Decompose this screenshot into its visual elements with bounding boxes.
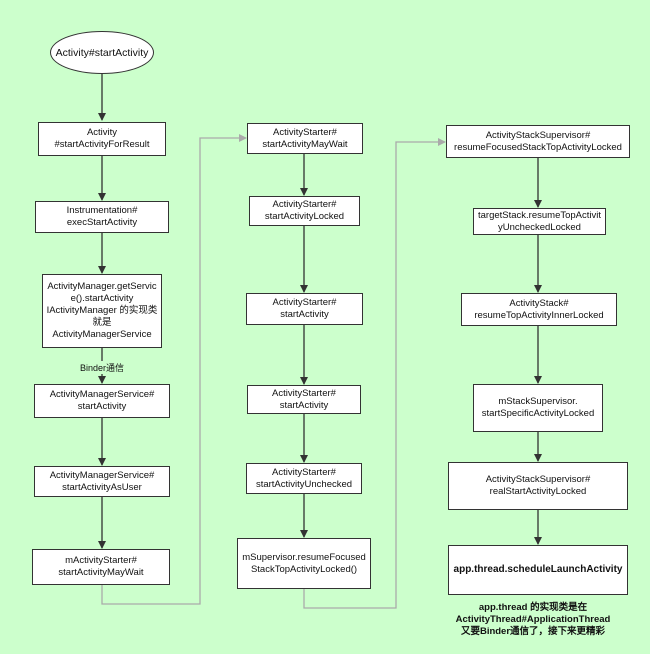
start-node-activity-startactivity: Activity#startActivity <box>50 31 154 74</box>
node-ams-startactivity: ActivityManagerService# startActivity <box>34 384 170 418</box>
node-instrumentation-execstartactivity: Instrumentation# execStartActivity <box>35 201 169 233</box>
node-activitymanager-getservice: ActivityManager.getService().startActivi… <box>42 274 162 348</box>
node-activitystack-resumetopactivityinner: ActivityStack# resumeTopActivityInnerLoc… <box>461 293 617 326</box>
node-targetstack-resumetopactivity: targetStack.resumeTopActivityUncheckedLo… <box>473 208 606 235</box>
edge-c2n6-to-c3n1 <box>303 138 446 609</box>
node-activity-startactivityforresult: Activity #startActivityForResult <box>38 122 166 156</box>
node-activitystarter-startactivityunchecked: ActivityStarter# startActivityUnchecked <box>246 463 362 494</box>
node-activitystarter-startactivity-2: ActivityStarter# startActivity <box>247 385 361 414</box>
node-app-thread-schedulelaunchactivity: app.thread.scheduleLaunchActivity <box>448 545 628 595</box>
node-stacksupervisor-realstartactivity: ActivityStackSupervisor# realStartActivi… <box>448 462 628 510</box>
node-ams-startactivityasuser: ActivityManagerService# startActivityAsU… <box>34 466 170 497</box>
node-activitystarter-startactivity-1: ActivityStarter# startActivity <box>246 293 363 325</box>
node-activitystarter-startactivitylocked: ActivityStarter# startActivityLocked <box>249 196 360 226</box>
edge-label-binder: Binder通信 <box>79 361 126 374</box>
note-app-thread-implementation: app.thread 的实现类是在 ActivityThread#Applica… <box>455 602 611 637</box>
edge-c1n6-to-c2n1 <box>101 134 247 605</box>
node-mstacksupervisor-startspecific: mStackSupervisor. startSpecificActivityL… <box>473 384 603 432</box>
node-msupervisor-resumefocused: mSupervisor.resumeFocusedStackTopActivit… <box>237 538 371 589</box>
node-stacksupervisor-resumefocused: ActivityStackSupervisor# resumeFocusedSt… <box>446 125 630 158</box>
node-activitystarter-startactivitymaywait: ActivityStarter# startActivityMayWait <box>247 123 363 154</box>
node-mactivitystarter-startactivitymaywait: mActivityStarter# startActivityMayWait <box>32 549 170 585</box>
